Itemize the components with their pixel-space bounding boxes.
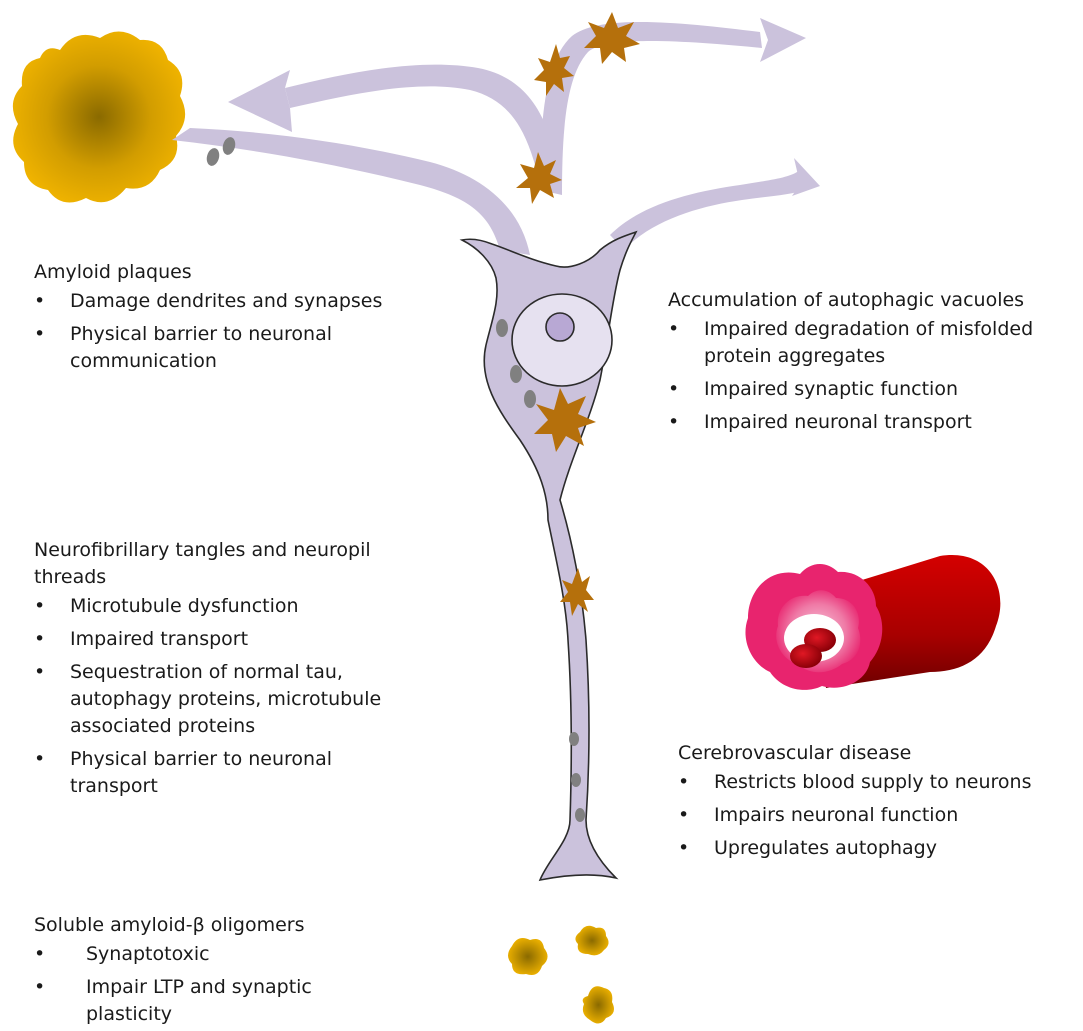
amyloid-plaque [13,31,185,202]
oligomers-title: Soluble amyloid-β oligomers [34,912,374,939]
list-item: Physical barrier to neuronal communicati… [34,321,434,375]
list-item: Upregulates autophagy [678,835,1082,862]
list-item: Impair LTP and synaptic plasticity [34,974,374,1028]
list-item: Physical barrier to neuronal transport [34,746,414,800]
cerebrovascular-title: Cerebrovascular disease [678,740,1082,767]
tangles-title: Neurofibrillary tangles and neuropil thr… [34,537,414,591]
list-item: Impairs neuronal function [678,802,1082,829]
red-blood-cell [790,644,822,668]
amyloid-plaques-list: Damage dendrites and synapses Physical b… [34,288,434,375]
nucleolus [546,313,574,341]
blood-vessel [745,555,1000,690]
cerebrovascular-list: Restricts blood supply to neurons Impair… [678,769,1082,862]
list-item: Impaired synaptic function [668,376,1078,403]
list-item: Impaired neuronal transport [668,409,1078,436]
autophagic-vacuoles-title: Accumulation of autophagic vacuoles [668,287,1078,314]
tangles-list: Microtubule dysfunction Impaired transpo… [34,593,414,800]
list-item: Impaired degradation of misfolded protei… [668,316,1078,370]
list-item: Sequestration of normal tau, autophagy p… [34,659,414,740]
amyloid-oligomers [508,926,614,1024]
amyloid-plaques-block: Amyloid plaques Damage dendrites and syn… [34,259,434,381]
autophagic-vacuoles-list: Impaired degradation of misfolded protei… [668,316,1078,436]
list-item: Synaptotoxic [34,941,374,968]
cerebrovascular-block: Cerebrovascular disease Restricts blood … [678,740,1082,868]
autophagic-vacuoles-block: Accumulation of autophagic vacuoles Impa… [668,287,1078,442]
list-item: Damage dendrites and synapses [34,288,434,315]
list-item: Microtubule dysfunction [34,593,414,620]
tangles-block: Neurofibrillary tangles and neuropil thr… [34,537,414,806]
oligomers-list: Synaptotoxic Impair LTP and synaptic pla… [34,941,374,1028]
oligomers-block: Soluble amyloid-β oligomers Synaptotoxic… [34,912,374,1031]
amyloid-plaques-title: Amyloid plaques [34,259,434,286]
list-item: Restricts blood supply to neurons [678,769,1082,796]
list-item: Impaired transport [34,626,414,653]
